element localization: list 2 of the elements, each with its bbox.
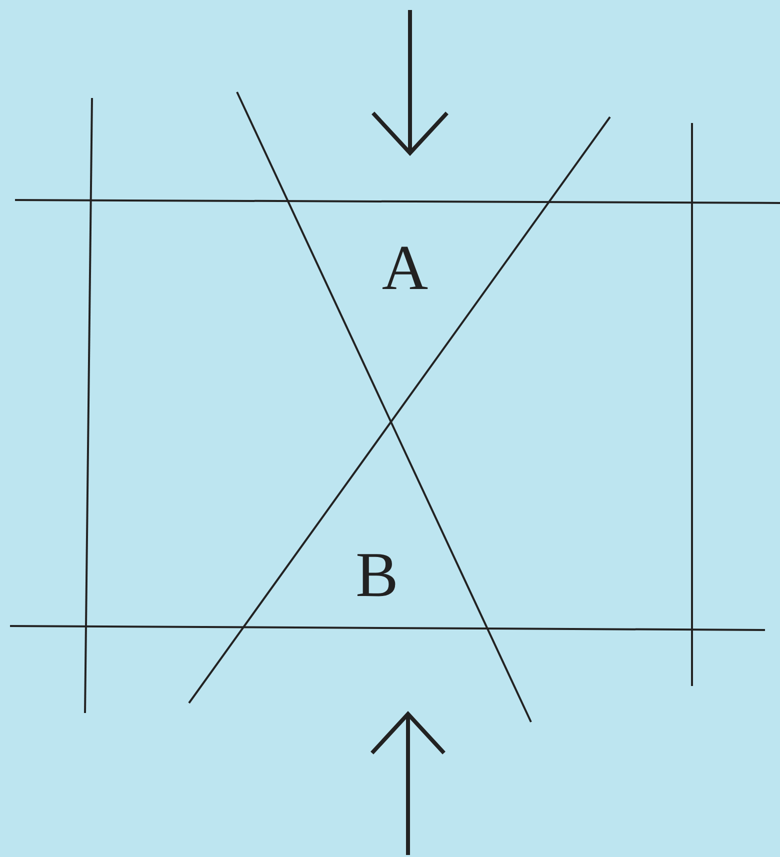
region-label: A [382,236,428,300]
region-label: B [356,543,398,607]
